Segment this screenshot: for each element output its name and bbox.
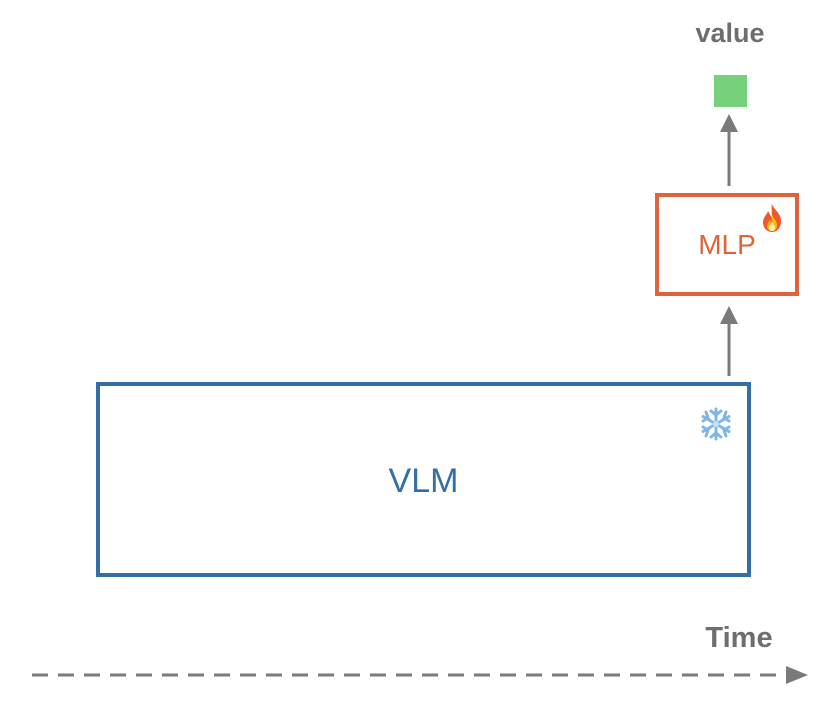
time-axis-arrow: [32, 666, 808, 684]
arrow-vlm-to-mlp: [720, 306, 738, 376]
vlm-label: VLM: [388, 462, 459, 500]
snowflake-icon: [701, 407, 731, 441]
time-axis-label: Time: [705, 622, 773, 654]
fire-icon: [763, 204, 781, 232]
mlp-box: MLP: [655, 193, 799, 296]
value-label: value: [695, 18, 765, 48]
value-output-square: [714, 75, 747, 107]
mlp-label: MLP: [698, 229, 756, 260]
arrow-mlp-to-value: [720, 114, 738, 186]
vlm-box: VLM: [96, 382, 751, 577]
